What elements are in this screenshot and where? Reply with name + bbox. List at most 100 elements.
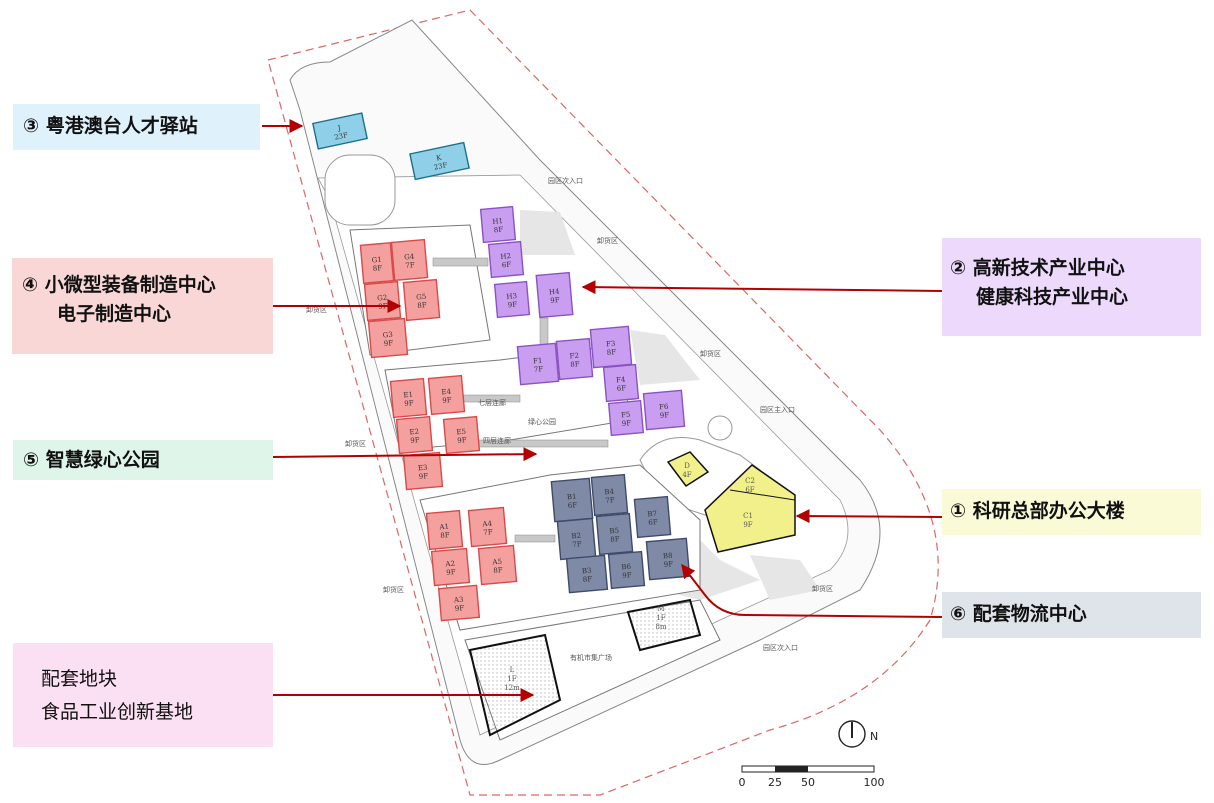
note-secondary-entrance-bottom: 园区次入口 [763,643,798,652]
block-K-shape [409,141,470,181]
block-F5-text: 9F [621,419,631,428]
block-H1-shape [479,205,517,244]
block-L-label: L [510,666,515,674]
block-A1-text: 8F [440,531,450,540]
block-G4-text: 7F [405,261,415,270]
block-H3-text: H3 [506,292,517,301]
block-E5-text: 9F [457,436,467,445]
block-F5-text: F5 [621,411,631,420]
note-corridor-4f: 四层连廊 [483,436,511,445]
callout-arrows [262,119,943,702]
block-F4-text: F4 [616,376,627,385]
block-B4-text: B4 [604,488,615,497]
block-B8-shape [645,537,691,581]
block-D-floors: 4F [682,471,691,479]
block-K-text: 23F [433,161,448,172]
block-H4-text: H4 [549,288,561,297]
block-B6-shape [607,550,646,590]
block-E1-text: 9F [404,399,414,408]
paved-area [750,555,820,600]
block-B2-text: B2 [571,532,581,541]
block-B6-text: 9F [622,571,632,580]
svg-text:N: N [870,730,878,743]
note-unloading: 卸货区 [383,585,404,594]
block-G1-shape [359,242,395,284]
note-green-park: 绿心公园 [528,417,556,426]
note-market-plaza: 有机市集广场 [570,653,612,662]
north-compass: N [838,720,878,748]
note-unloading: 卸货区 [345,439,366,448]
corridor [539,317,549,347]
block-B5-text: 8F [610,535,620,544]
block-G2-text: G2 [377,294,388,303]
block-E2-shape [395,415,434,455]
block-E5-text: E5 [456,428,466,437]
block-H2-text: 6F [501,261,511,270]
block-B7-text: B7 [647,510,657,519]
block-F4-text: 6F [616,384,626,393]
block-C1-label: C1 [743,512,753,520]
arrow-hightech [581,280,943,295]
block-J-shape [312,112,368,150]
label-micro-equipment: ④ 小微型装备制造中心 电子制造中心 [12,258,273,354]
block-A1-text: A1 [438,523,449,532]
paved-area [630,330,700,385]
block-F6-text: F6 [659,403,670,412]
block-B4-text: 7F [605,496,615,505]
block-A2-text: 9F [446,568,456,577]
label-talent-station: ③ 粤港澳台人才驿站 [13,104,260,150]
block-F3-text: 8F [606,348,616,357]
block-G1-text: 8F [372,264,382,273]
block-A3-text: A3 [453,596,464,605]
svg-text:25: 25 [768,776,782,789]
block-E4-text: 9F [442,396,452,405]
block-D [666,451,710,488]
block-G3-shape [367,317,409,359]
block-E4-shape [427,374,466,416]
note-unloading: 卸货区 [700,349,721,358]
block-A5-text: A5 [491,558,502,567]
svg-text:100: 100 [864,776,885,789]
label-food-base: 配套地块 食品工业创新基地 [13,643,273,747]
block-F3-text: F3 [606,340,616,349]
block-B5-shape [595,512,634,556]
block-E4-text: E4 [441,388,452,397]
block-F1-shape [516,342,560,386]
note-secondary-entrance-top: 园区次入口 [548,176,583,185]
block-B4-shape [590,473,629,517]
block-K-text: K [435,153,443,162]
block-L-height: 12m [504,684,520,692]
block-J-text: 23F [334,131,349,142]
note-unloading: 卸货区 [812,584,833,593]
block-E3-text: 9F [418,472,428,481]
block-E3-shape [402,451,444,491]
block-B1-text: 6F [567,501,577,510]
label-green-park: ⑤ 智慧绿心公园 [13,440,273,480]
block-A4-text: A4 [481,520,493,529]
note-unloading: 卸货区 [597,236,618,245]
block-B7-shape [633,495,672,539]
block-H4-text: 9F [550,296,560,305]
plaza-rounded [324,154,396,226]
block-D-label: D [684,462,690,470]
block-A5-shape [477,544,518,586]
block-C1-floors: 9F [743,521,752,529]
block-E1-shape [389,377,428,419]
block-G3-text: G3 [382,331,393,340]
block-F4-shape [602,363,640,403]
